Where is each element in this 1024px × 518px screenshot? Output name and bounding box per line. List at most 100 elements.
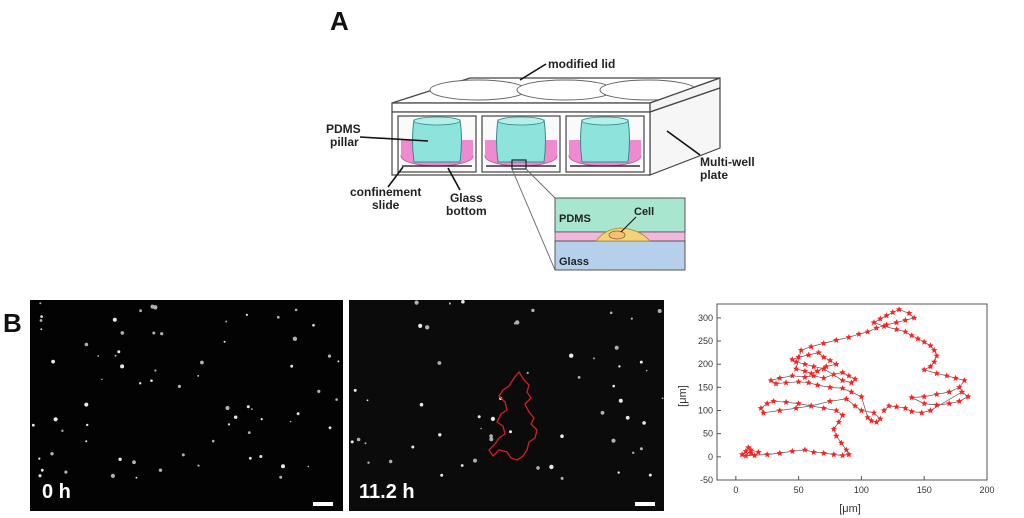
cell-speckle xyxy=(526,371,529,374)
trajectory-point xyxy=(838,439,845,446)
cell-speckle xyxy=(337,360,340,363)
label-glass-bottom-line1: Glass xyxy=(449,191,483,205)
trajectory-point xyxy=(742,452,750,459)
trajectory-point xyxy=(946,388,953,395)
inset-nucleus xyxy=(608,230,626,240)
trajectory-point xyxy=(839,384,846,391)
cell-speckle xyxy=(248,456,252,460)
trajectory-point xyxy=(931,346,938,354)
cell-speckle xyxy=(335,398,338,401)
cell-speckle xyxy=(639,360,643,364)
trajectory-point xyxy=(815,349,822,356)
trajectory-point xyxy=(921,393,928,400)
cell-speckle xyxy=(110,473,115,478)
cell-speckle xyxy=(661,397,664,400)
cell-speckle xyxy=(251,408,253,410)
cell-speckle xyxy=(118,457,122,461)
cell-speckle xyxy=(158,468,163,472)
label-pdms-pillar-line1: PDMS xyxy=(326,122,361,136)
trajectory-point xyxy=(851,375,859,382)
panel-letter-a: A xyxy=(330,6,349,36)
cell-speckle xyxy=(154,369,157,372)
trajectory-point xyxy=(757,404,765,411)
cell-speckle xyxy=(150,379,153,382)
cell-speckle xyxy=(618,365,621,368)
cell-speckle xyxy=(114,354,117,357)
trajectory-point xyxy=(805,351,812,358)
cell-speckle xyxy=(289,420,292,423)
label-multi-well-line1: Multi-well xyxy=(700,155,755,169)
label-glass-bottom-line2: bottom xyxy=(446,204,487,218)
trajectory-point xyxy=(772,380,780,387)
cells-0h xyxy=(31,302,340,479)
trajectory-point xyxy=(823,363,830,370)
inset-label-cell: Cell xyxy=(634,206,655,218)
cell-speckle xyxy=(225,320,228,323)
cell-speckle xyxy=(489,434,493,438)
trajectory-point xyxy=(801,367,809,374)
trajectory-point xyxy=(933,390,940,398)
cell-speckle xyxy=(366,399,369,402)
zoom-box xyxy=(511,159,527,170)
trajectory-point xyxy=(880,322,888,329)
cell-speckle xyxy=(197,464,200,467)
trajectory-point xyxy=(801,373,809,380)
cell-speckle xyxy=(630,317,633,320)
well-1-pillar-top xyxy=(413,116,461,126)
trajectory-point xyxy=(795,400,802,407)
cell-speckle xyxy=(418,323,423,328)
cell-speckle xyxy=(648,473,652,477)
cell-speckle xyxy=(296,412,300,416)
trajectory-point xyxy=(851,402,859,409)
y-tick-label: 0 xyxy=(708,452,713,462)
trajectory-point xyxy=(782,379,790,386)
inset-cross-section xyxy=(554,197,686,271)
trajectory-point xyxy=(956,384,963,391)
cell-speckle xyxy=(480,427,482,430)
cell-speckle xyxy=(639,447,643,451)
cell-speckle xyxy=(120,331,125,335)
label-pdms-pillar-line2: pillar xyxy=(330,135,359,149)
trajectory-point xyxy=(764,451,771,458)
trajectory-point xyxy=(789,447,796,454)
trajectory-point xyxy=(964,393,972,400)
label-confinement-line2: slide xyxy=(371,198,400,212)
cell-speckle xyxy=(259,455,263,458)
cell-speckle xyxy=(276,315,280,319)
micrograph-11h: 11.2 h xyxy=(349,300,664,511)
y-axis-label: [μm] xyxy=(677,385,689,407)
trajectory-point xyxy=(848,388,855,395)
lid-rim xyxy=(391,102,651,113)
y-tick-label: 150 xyxy=(698,382,713,392)
cell-speckle xyxy=(225,405,230,411)
cell-speckle xyxy=(40,315,43,318)
label-multi-well-line2: plate xyxy=(700,168,729,182)
trajectory-point xyxy=(864,414,871,421)
cell-speckle xyxy=(618,398,623,403)
trajectory-point xyxy=(943,372,950,379)
well-2-pillar xyxy=(496,119,546,163)
trajectory-point xyxy=(839,452,846,459)
x-tick-label: 0 xyxy=(733,485,738,495)
trajectory-point xyxy=(933,401,940,408)
trajectory-point xyxy=(776,449,783,456)
cell-speckle xyxy=(353,388,357,392)
cell-speckle xyxy=(51,359,55,364)
cell-speckle xyxy=(364,442,367,445)
trajectory-point xyxy=(885,402,893,409)
trajectory-point xyxy=(833,407,840,414)
multiwell-diagram xyxy=(359,63,721,271)
cell-speckle xyxy=(211,439,215,443)
trajectory-point xyxy=(908,408,915,415)
trajectory-point xyxy=(770,397,777,404)
y-tick-label: 300 xyxy=(698,313,713,323)
trajectory-point xyxy=(883,312,890,319)
trajectory-point xyxy=(908,394,915,401)
y-tick-label: -50 xyxy=(700,475,713,485)
trajectory-point xyxy=(795,353,802,360)
cell-speckle xyxy=(317,389,321,393)
trajectory-point xyxy=(893,403,900,410)
cell-speckle xyxy=(657,309,662,313)
lid-hole-2 xyxy=(516,79,614,101)
trajectory-point xyxy=(833,432,840,439)
